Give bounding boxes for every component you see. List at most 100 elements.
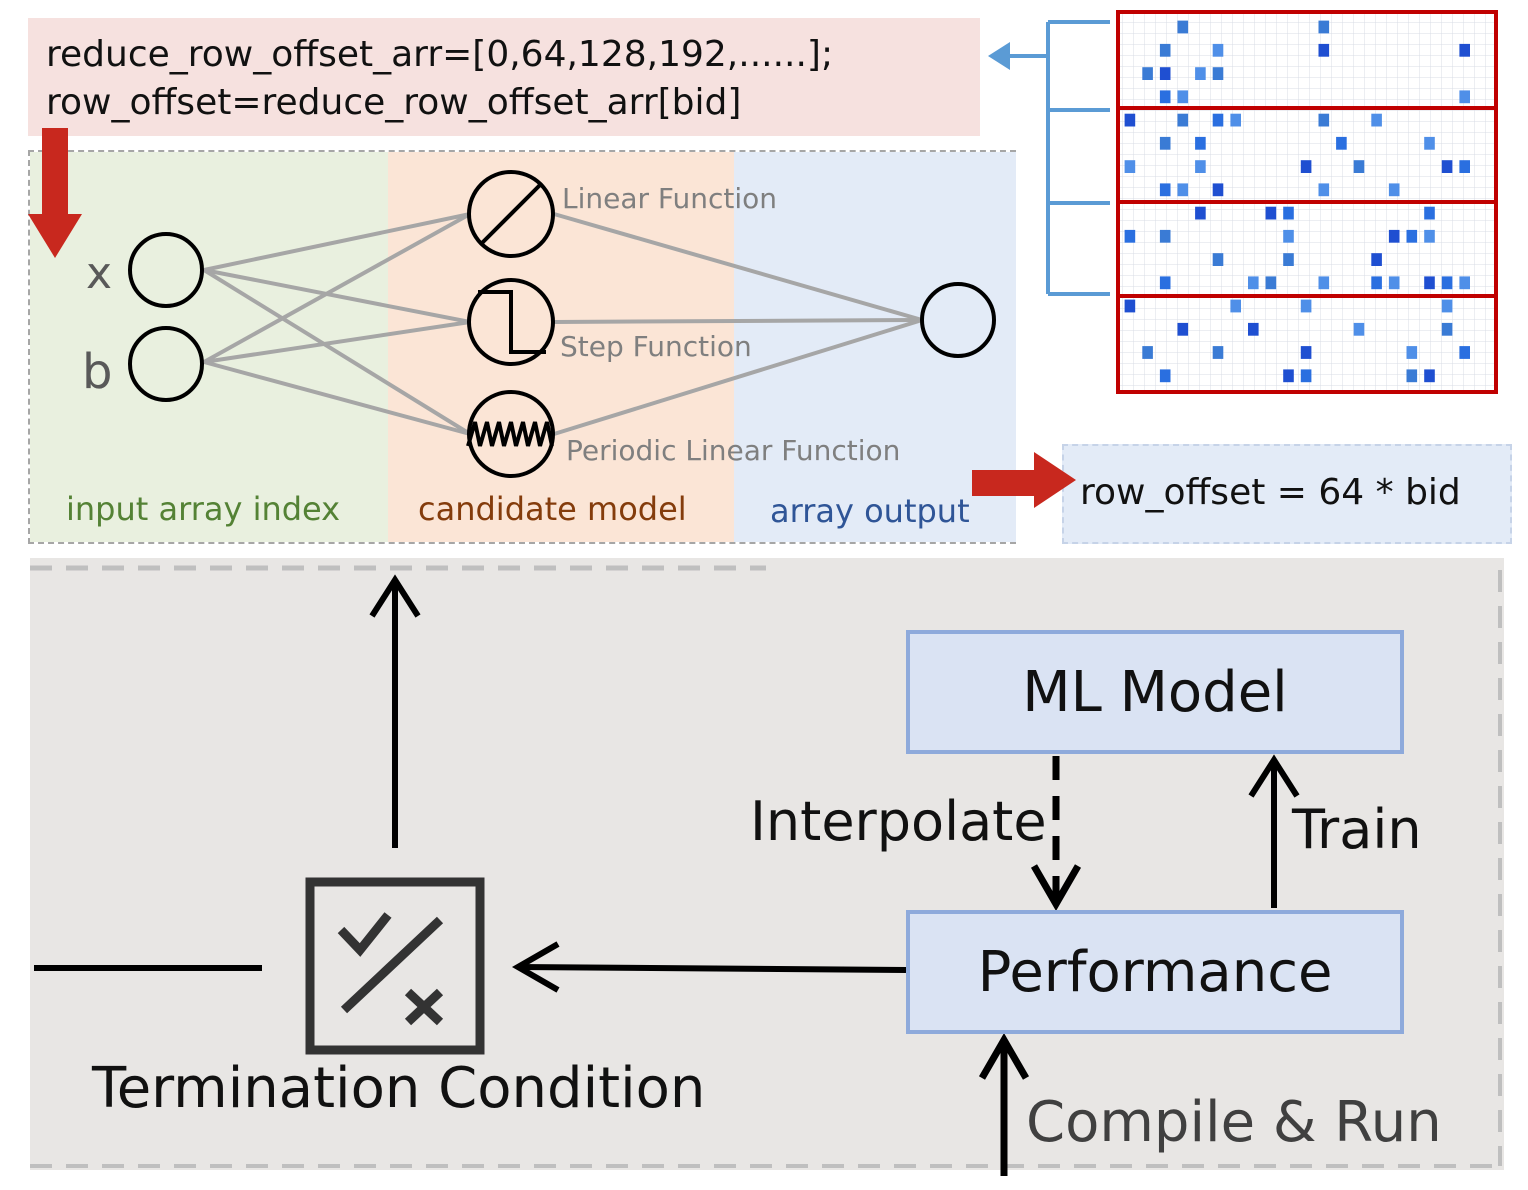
matrix-nonzero-cell (1441, 299, 1453, 313)
matrix-nonzero-cell (1159, 43, 1171, 57)
matrix-nonzero-cell (1318, 276, 1330, 290)
matrix-nonzero-cell (1424, 206, 1435, 220)
sparse-matrix (1116, 10, 1498, 394)
matrix-nonzero-cell (1159, 136, 1171, 150)
matrix-nonzero-cell (1142, 346, 1153, 359)
matrix-nonzero-cell (1424, 136, 1435, 150)
matrix-nonzero-cell (1300, 346, 1312, 359)
step-function-icon (467, 278, 555, 366)
periodic-linear-function-label: Periodic Linear Function (566, 434, 901, 467)
matrix-nonzero-cell (1283, 206, 1294, 220)
red-right-arrow (972, 452, 1076, 508)
matrix-nonzero-cell (1371, 253, 1382, 266)
train-arrow (1248, 754, 1300, 908)
matrix-nonzero-cell (1212, 183, 1224, 197)
matrix-nonzero-cell (1459, 43, 1470, 57)
matrix-nonzero-cell (1353, 322, 1365, 336)
result-formula: row_offset = 64 * bid (1080, 472, 1461, 513)
matrix-nonzero-cell (1195, 206, 1206, 220)
matrix-nonzero-cell (1406, 369, 1418, 383)
blue-bracket (1006, 20, 1110, 296)
periodic-linear-function-icon (466, 390, 555, 478)
matrix-nonzero-cell (1406, 229, 1418, 243)
matrix-nonzero-cell (1124, 229, 1136, 243)
red-down-arrow (28, 128, 82, 258)
matrix-nonzero-cell (1124, 299, 1136, 313)
matrix-nonzero-cell (1195, 67, 1206, 80)
matrix-nonzero-cell (1124, 160, 1136, 173)
train-label: Train (1292, 798, 1422, 861)
matrix-nonzero-cell (1406, 346, 1418, 359)
code-line-1: reduce_row_offset_arr=[0,64,128,192,....… (46, 34, 834, 75)
matrix-nonzero-cell (1159, 276, 1171, 290)
matrix-nonzero-cell (1283, 229, 1294, 243)
matrix-nonzero-cell (1424, 369, 1435, 383)
output-column-label: array output (770, 492, 970, 530)
matrix-nonzero-cell (1159, 67, 1171, 80)
matrix-nonzero-cell (1195, 136, 1206, 150)
output-node (920, 282, 996, 358)
matrix-nonzero-cell (1230, 113, 1241, 127)
matrix-nonzero-cell (1441, 276, 1453, 290)
performance-box: Performance (906, 910, 1404, 1034)
matrix-nonzero-cell (1459, 276, 1470, 290)
matrix-nonzero-cell (1248, 322, 1259, 336)
matrix-cells (1124, 20, 1470, 383)
matrix-nonzero-cell (1177, 20, 1189, 34)
matrix-nonzero-cell (1265, 276, 1277, 290)
matrix-nonzero-cell (1388, 183, 1400, 197)
matrix-nonzero-cell (1177, 322, 1189, 336)
matrix-nonzero-cell (1459, 90, 1470, 104)
matrix-nonzero-cell (1300, 369, 1312, 383)
input-column-label: input array index (66, 490, 341, 528)
linear-function-icon (467, 170, 555, 258)
matrix-nonzero-cell (1353, 160, 1365, 173)
matrix-nonzero-cell (1212, 253, 1224, 266)
matrix-nonzero-cell (1177, 90, 1189, 104)
network-connections (202, 212, 923, 436)
matrix-nonzero-cell (1195, 160, 1206, 173)
matrix-nonzero-cell (1424, 229, 1435, 243)
matrix-nonzero-cell (1318, 43, 1330, 57)
result-box: row_offset = 64 * bid (1062, 444, 1512, 544)
input-node-b (128, 326, 204, 402)
matrix-nonzero-cell (1265, 206, 1277, 220)
matrix-nonzero-cell (1177, 113, 1189, 127)
matrix-nonzero-cell (1318, 20, 1330, 34)
input-node-x (128, 232, 204, 308)
up-arrow-to-network (369, 574, 421, 848)
compile-run-label: Compile & Run (1026, 1090, 1442, 1155)
matrix-nonzero-cell (1371, 113, 1382, 127)
arrow-performance-to-termination (511, 941, 907, 993)
matrix-nonzero-cell (1459, 160, 1470, 173)
matrix-nonzero-cell (1336, 136, 1347, 150)
performance-label: Performance (977, 939, 1333, 1005)
blue-arrow-head (988, 42, 1010, 70)
ml-model-box: ML Model (906, 630, 1404, 754)
matrix-nonzero-cell (1283, 253, 1294, 266)
matrix-nonzero-cell (1212, 43, 1224, 57)
matrix-nonzero-cell (1459, 346, 1470, 359)
code-line-2: row_offset=reduce_row_offset_arr[bid] (46, 82, 742, 123)
matrix-nonzero-cell (1388, 276, 1400, 290)
input-label-x: x (86, 248, 113, 299)
matrix-nonzero-cell (1441, 160, 1453, 173)
matrix-nonzero-cell (1177, 183, 1189, 197)
matrix-nonzero-cell (1212, 113, 1224, 127)
output-column (734, 152, 1016, 542)
matrix-nonzero-cell (1212, 67, 1224, 80)
matrix-nonzero-cell (1159, 369, 1171, 383)
termination-condition-icon (305, 877, 485, 1055)
termination-condition-label: Termination Condition (92, 1056, 706, 1121)
matrix-nonzero-cell (1318, 113, 1330, 127)
matrix-nonzero-cell (1300, 299, 1312, 313)
matrix-nonzero-cell (1230, 299, 1241, 313)
interpolate-arrow (1030, 756, 1082, 911)
matrix-nonzero-cell (1371, 276, 1382, 290)
matrix-nonzero-cell (1318, 183, 1330, 197)
matrix-nonzero-cell (1212, 346, 1224, 359)
matrix-nonzero-cell (1124, 113, 1136, 127)
matrix-nonzero-cell (1159, 229, 1171, 243)
candidate-column-label: candidate model (418, 490, 687, 528)
